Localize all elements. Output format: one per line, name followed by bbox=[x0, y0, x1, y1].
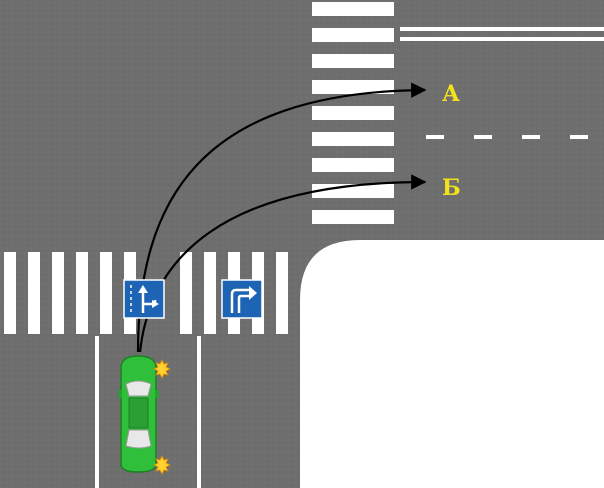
turn-signal-flash-front bbox=[153, 359, 171, 379]
route-label-a: А bbox=[442, 81, 460, 107]
crosswalk-top bbox=[312, 2, 394, 224]
bottom-lane-lines bbox=[95, 336, 201, 488]
route-label-b: Б bbox=[442, 175, 461, 201]
right-turn-lane-sign bbox=[221, 279, 263, 319]
dashed-lane-line bbox=[426, 135, 588, 139]
double-solid-line bbox=[400, 27, 604, 41]
straight-or-right-lane-sign bbox=[123, 279, 165, 319]
turn-signal-flash-rear bbox=[153, 455, 171, 475]
green-car-right-indicator bbox=[118, 355, 171, 475]
